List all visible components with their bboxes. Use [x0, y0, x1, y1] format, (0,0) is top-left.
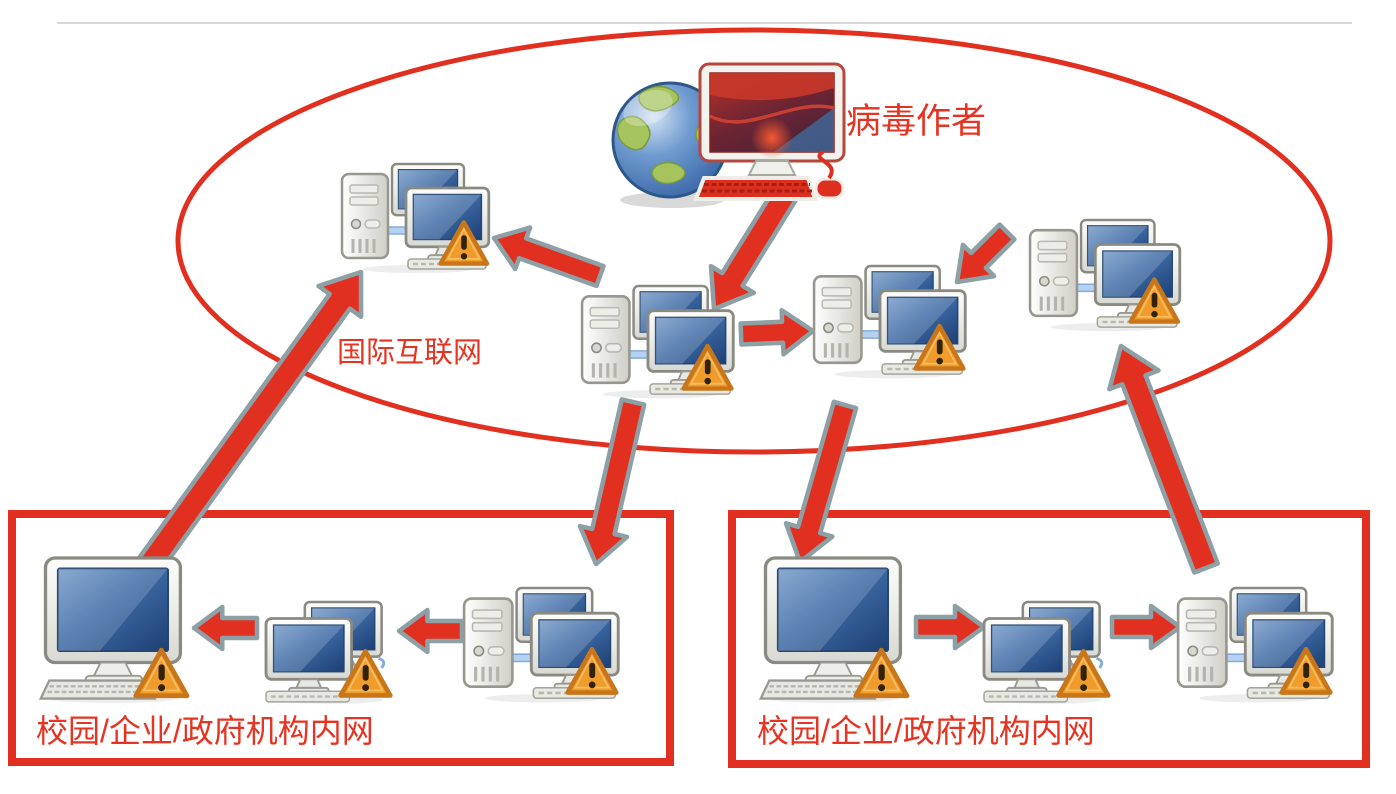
right-intranet-pc-3-icon	[1178, 588, 1332, 702]
arrow-author-to-center-pc	[708, 181, 801, 312]
left-intranet-pc-1-icon	[41, 558, 187, 703]
arrow-right-intranet-pc2-to-pc3	[1109, 603, 1183, 651]
left-intranet-pc-2-icon	[266, 602, 390, 704]
arrow-right-intranet-to-internet	[1107, 343, 1220, 575]
internet-zone-boundary	[175, 27, 1333, 455]
arrow-right-intranet-pc1-to-pc2	[913, 603, 987, 651]
right-intranet-zone-boundary	[728, 510, 1370, 768]
arrow-left-intranet-pc2-to-pc1	[191, 604, 260, 652]
internet-pc-center-icon	[582, 286, 733, 398]
right-intranet-label: 校园/企业/政府机构内网	[757, 713, 1095, 749]
arrow-far-right-pc-to-right-pc	[954, 222, 1017, 285]
virus-author-label: 病毒作者	[846, 102, 986, 141]
internet-label: 国际互联网	[337, 337, 482, 369]
internet-pc-far-right-icon	[1030, 220, 1180, 331]
arrow-center-pc-to-left-intranet	[577, 397, 647, 567]
arrow-left-intranet-to-internet	[135, 269, 364, 577]
internet-pc-right-icon	[814, 266, 965, 378]
internet-pc-left-icon	[342, 164, 489, 273]
right-intranet-pc-1-icon	[761, 558, 907, 703]
arrow-center-pc-to-left-pc	[491, 225, 606, 289]
left-intranet-label: 校园/企业/政府机构内网	[36, 713, 374, 749]
arrow-center-pc-to-right-pc	[738, 307, 816, 357]
arrow-right-pc-to-right-intranet	[783, 399, 859, 565]
virus-author-icon	[613, 64, 844, 208]
left-intranet-pc-3-icon	[464, 588, 618, 702]
left-intranet-zone-boundary	[8, 510, 674, 766]
right-intranet-pc-2-icon	[984, 602, 1108, 704]
arrow-left-intranet-pc3-to-pc2	[396, 607, 465, 655]
